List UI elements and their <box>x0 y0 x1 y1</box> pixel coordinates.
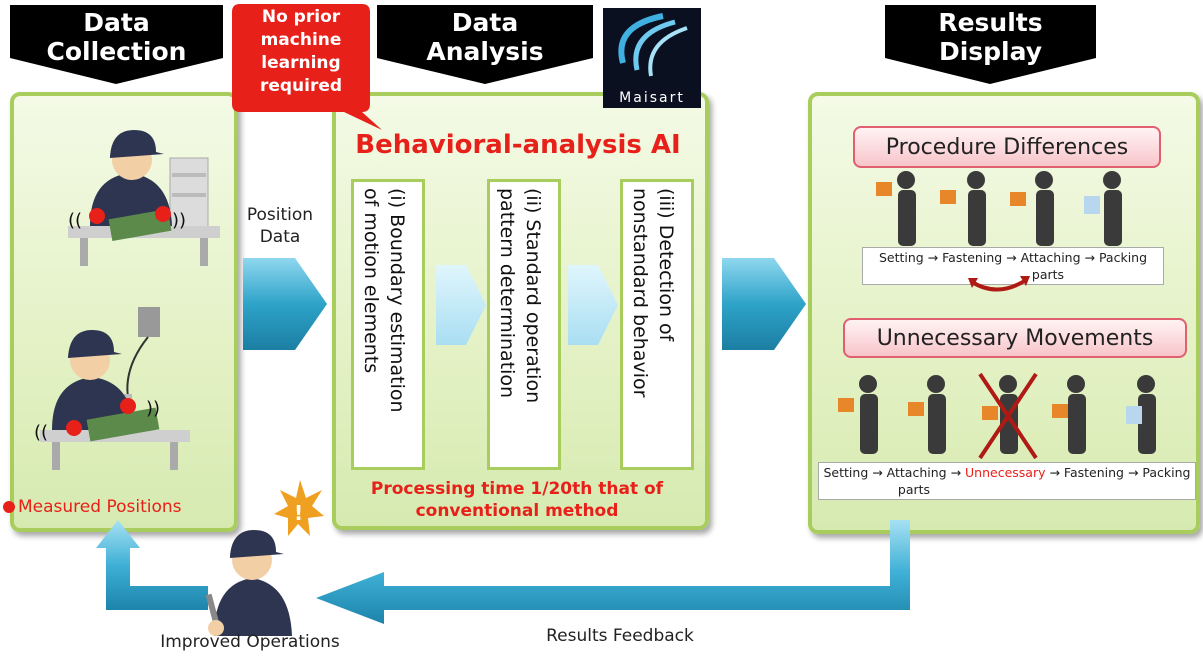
unnecessary-sequence-line2: parts <box>897 482 931 497</box>
swap-arrow-icon <box>968 276 1030 292</box>
results-feedback-arrow <box>96 520 910 624</box>
unnecessary-seq-part2: → Fastening → Packing <box>1045 465 1191 480</box>
procedure-sequence-line2: parts <box>1031 267 1065 282</box>
svg-text:!: ! <box>294 501 303 525</box>
svg-text:((: (( <box>68 210 82 231</box>
header-shapes <box>10 5 1096 84</box>
maisart-swirl-icon <box>618 13 688 77</box>
worker-assembly-illustration: (( )) <box>68 130 220 266</box>
position-data-arrow <box>243 258 327 350</box>
svg-text:((: (( <box>34 422 48 443</box>
analysis-to-results-arrow <box>722 258 806 350</box>
red-dot-icon <box>3 501 15 513</box>
improved-operations-label: Improved Operations <box>160 632 340 652</box>
analysis-step-2-text: (ii) Standard operation pattern determin… <box>496 188 544 404</box>
analysis-step-1: (i) Boundary estimation of motion elemen… <box>351 179 425 470</box>
callout-bubble <box>232 4 382 130</box>
unnecessary-workers-illustration <box>838 372 1156 460</box>
callout-text: No prior machine learning required <box>259 7 343 96</box>
processing-time-text: Processing time 1/20th that of conventio… <box>370 479 664 521</box>
unnecessary-seq-part1: Setting → Attaching → <box>823 465 966 480</box>
maisart-logo-text: Maisart <box>619 90 685 106</box>
svg-text:)): )) <box>172 210 186 231</box>
header-banner-data-analysis <box>377 5 593 84</box>
procedure-differences-title: Procedure Differences <box>853 126 1161 168</box>
header-results-display: Results Display <box>938 8 1043 66</box>
worker-tool-illustration: (( )) <box>34 307 190 470</box>
header-data-collection: Data Collection <box>46 8 187 66</box>
measured-positions-legend: Measured Positions <box>3 496 229 518</box>
results-feedback-label: Results Feedback <box>546 626 694 646</box>
header-banner-results-display <box>885 5 1096 84</box>
unnecessary-sequence-box <box>818 462 1196 500</box>
procedure-workers-illustration <box>876 171 1122 246</box>
analysis-step-2: (ii) Standard operation pattern determin… <box>487 179 561 470</box>
improved-worker-illustration: ! <box>205 480 324 636</box>
step-arrow-2 <box>568 265 618 345</box>
unnecessary-seq-red: Unnecessary <box>965 465 1046 480</box>
analysis-title: Behavioral-analysis AI <box>355 130 681 160</box>
header-data-analysis: Data Analysis <box>426 8 544 66</box>
step-arrow-1 <box>436 265 486 345</box>
unnecessary-movements-title: Unnecessary Movements <box>843 318 1187 358</box>
analysis-step-3-text: (iii) Detection of nonstandard behavior <box>629 188 677 398</box>
svg-text:)): )) <box>146 398 160 419</box>
analysis-step-3: (iii) Detection of nonstandard behavior <box>620 179 694 470</box>
maisart-logo: Maisart <box>603 8 701 108</box>
procedure-sequence-line1: Setting → Fastening → Attaching → Packin… <box>878 250 1148 265</box>
header-banner-data-collection <box>10 5 223 84</box>
measured-positions-label: Measured Positions <box>18 497 182 517</box>
unnecessary-sequence-line1: Setting → Attaching → Unnecessary → Fast… <box>816 465 1198 481</box>
position-data-label: Position Data <box>246 205 314 247</box>
analysis-step-1-text: (i) Boundary estimation of motion elemen… <box>360 188 408 413</box>
